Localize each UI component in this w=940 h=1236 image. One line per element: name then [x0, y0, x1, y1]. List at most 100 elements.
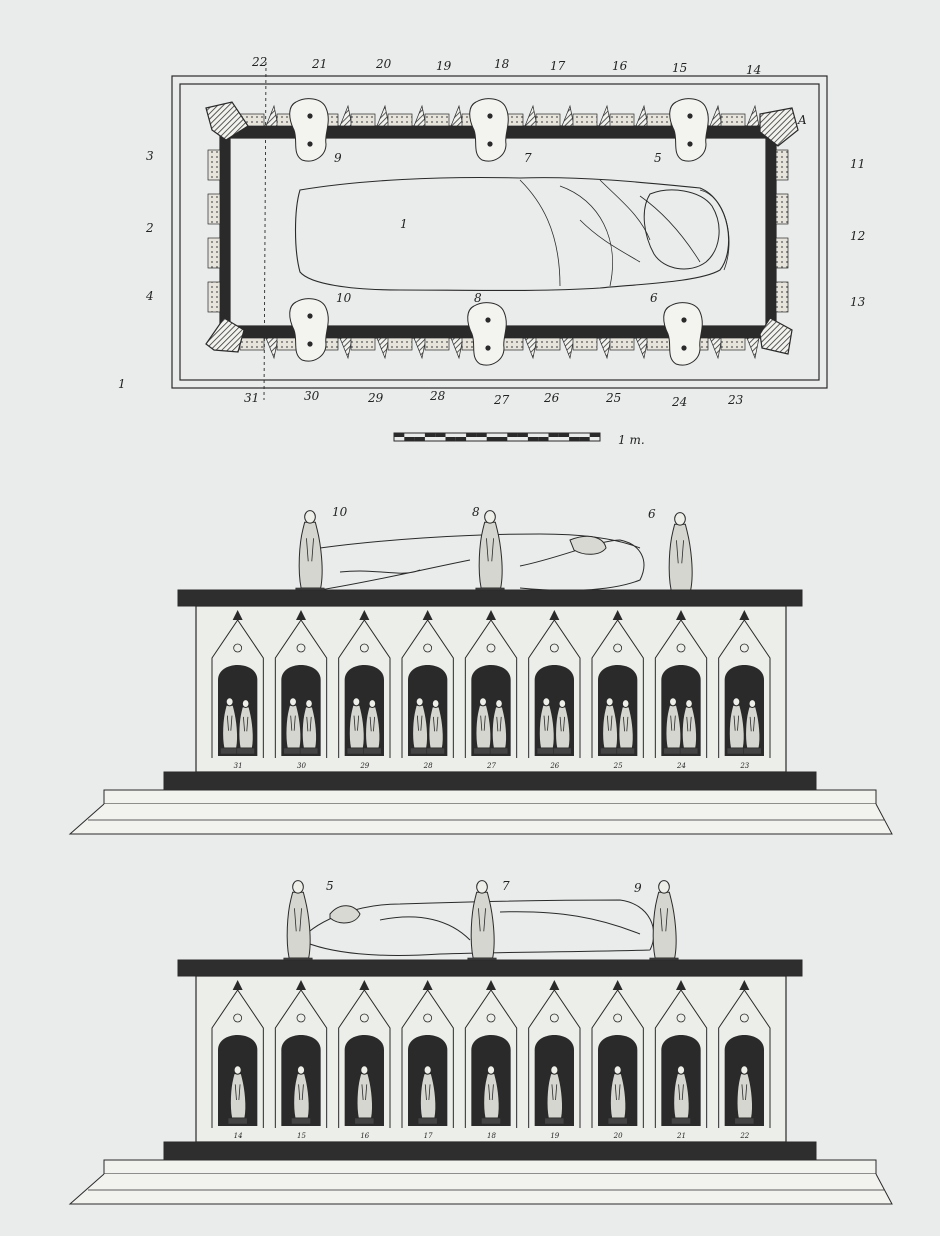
mourner-label: 10 — [332, 505, 348, 519]
mourner-head — [305, 699, 313, 708]
plan-label: 15 — [672, 61, 687, 75]
mourner-head — [486, 1065, 496, 1075]
pinnacle — [561, 104, 575, 127]
mourner-head — [360, 1065, 369, 1075]
finial — [359, 610, 370, 620]
niche-number: 21 — [676, 1132, 686, 1140]
mourner-plinth — [417, 1117, 438, 1125]
finial — [296, 610, 306, 620]
scale-segment — [424, 433, 436, 437]
mourner-robe — [229, 1073, 247, 1119]
dowel-hole — [681, 317, 687, 323]
plan-right-labels: 11 12 13 — [850, 157, 866, 309]
mourner-head — [225, 697, 234, 707]
mourner-label: 9 — [334, 151, 342, 165]
crocket — [350, 113, 376, 127]
mourner-plinth — [236, 747, 255, 755]
crocket — [609, 113, 635, 127]
crocket — [387, 337, 413, 351]
plan-side-crockets — [207, 149, 789, 313]
crocket — [775, 281, 789, 313]
mourner-robe — [602, 704, 619, 749]
plan-outer-frame — [171, 75, 828, 389]
effigy-outline — [294, 176, 730, 292]
mourner-head — [685, 699, 693, 708]
niche-number: 31 — [234, 762, 243, 770]
scale-segment — [486, 437, 497, 441]
mourner-head — [368, 699, 377, 708]
mourner-fold — [749, 716, 755, 732]
scale-segment — [558, 433, 570, 437]
quatrefoil — [233, 1013, 243, 1023]
dowel-hole — [307, 341, 313, 347]
pinnacle — [561, 337, 575, 360]
plan-label: 4 — [145, 289, 154, 303]
quatrefoil — [739, 643, 749, 653]
crocket — [646, 113, 672, 127]
crocket — [207, 149, 221, 181]
pinnacle — [524, 337, 538, 360]
mourner-robe — [365, 706, 381, 749]
mourner-robe — [478, 521, 503, 589]
mourner-fold — [741, 1084, 748, 1101]
mourner-robe — [475, 704, 492, 749]
mourner-head — [732, 697, 741, 707]
crocket — [720, 113, 746, 127]
mourner-fold — [660, 908, 668, 932]
crocket — [535, 337, 561, 351]
mourner-head — [542, 697, 551, 707]
plan-label: 24 — [671, 395, 687, 409]
mourner-fold — [306, 538, 314, 562]
mourner-head — [352, 697, 361, 707]
finial — [232, 980, 243, 990]
scale-segment — [476, 433, 487, 437]
mourner-robe — [293, 1073, 310, 1119]
dowel-hole — [681, 345, 687, 351]
plan-label: 27 — [493, 393, 510, 407]
plan-top-labels: 22 21 20 19 18 17 16 15 14 — [251, 55, 761, 77]
mourner-fold — [433, 716, 439, 732]
effigy-head — [643, 189, 720, 270]
pinnacle — [413, 337, 427, 360]
niche-number: 26 — [549, 762, 559, 770]
pinnacle — [339, 337, 353, 360]
dashed-section-line — [263, 61, 267, 401]
quatrefoil — [676, 1013, 686, 1023]
mourner-fold — [424, 1084, 431, 1101]
mourner-plinth — [489, 747, 509, 755]
mourner-plinth — [346, 747, 366, 755]
mourner-robe — [238, 706, 254, 749]
mourner-head — [431, 699, 440, 708]
mourner-head — [479, 697, 487, 707]
mourner-plinth — [410, 747, 430, 755]
mourner-head — [658, 880, 670, 894]
finial — [422, 980, 433, 990]
mourner-plinth — [299, 747, 319, 755]
finial — [486, 980, 496, 990]
scale-segment — [517, 433, 528, 437]
chest-step — [103, 1159, 877, 1175]
quatrefoil — [613, 1013, 623, 1023]
mourner-fold — [478, 908, 486, 932]
pinnacle — [598, 104, 612, 127]
mourner-robe — [618, 706, 634, 749]
scale-segment — [466, 433, 477, 437]
crocket — [424, 113, 450, 127]
mourner-head — [241, 699, 250, 708]
pinnacle — [709, 337, 723, 360]
scale-segment — [455, 437, 467, 441]
pinnacle — [413, 104, 427, 127]
scale-segment — [538, 437, 549, 441]
mourner-head — [233, 1065, 242, 1075]
crocket — [646, 337, 672, 351]
mourner-fold — [234, 1084, 241, 1101]
pinnacle — [265, 104, 279, 127]
quatrefoil — [359, 1013, 369, 1023]
mourner-label: 6 — [650, 291, 658, 305]
mourner-plinth — [473, 747, 493, 755]
finial — [739, 980, 750, 990]
scale-segment — [445, 437, 456, 441]
scale-segment — [414, 437, 425, 441]
